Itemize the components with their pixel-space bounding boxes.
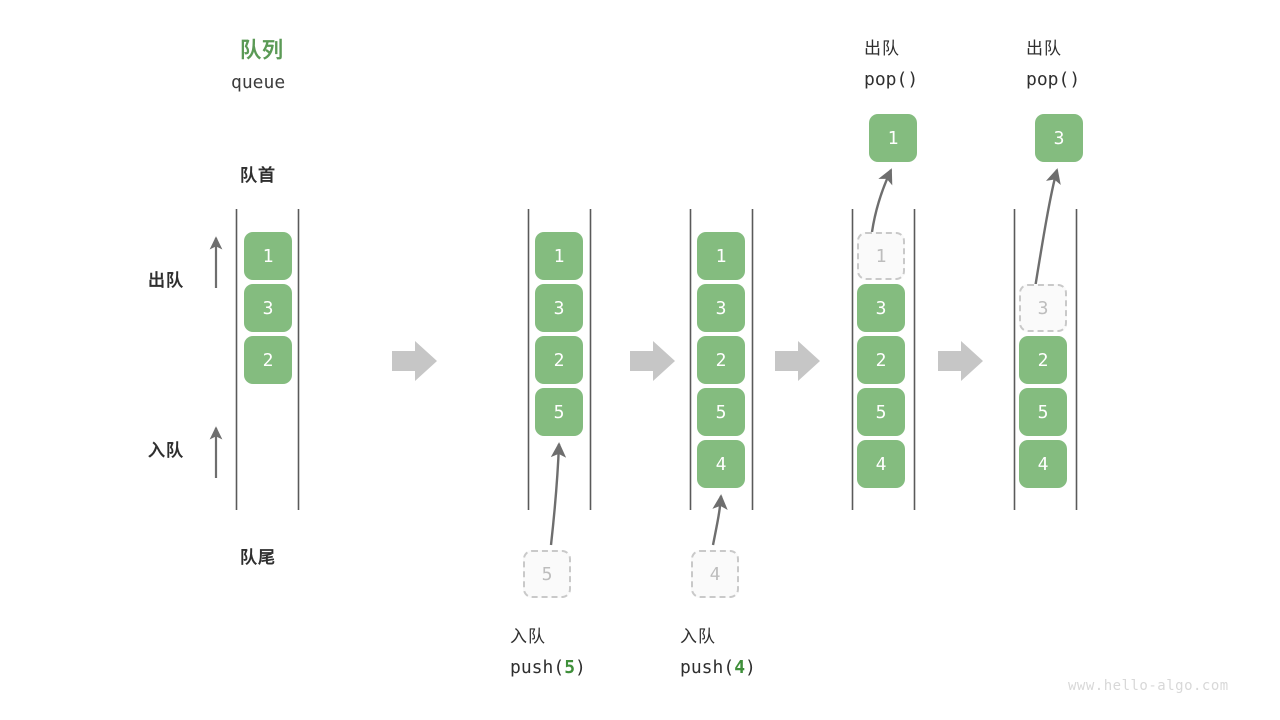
- queue-cell: 4: [1019, 440, 1067, 488]
- op-code-suffix: ): [575, 657, 586, 678]
- queue-cell: 5: [697, 388, 745, 436]
- queue-cell: 2: [857, 336, 905, 384]
- step-arrow-1: [392, 341, 437, 381]
- outgoing-ghost-cell: 1: [857, 232, 905, 280]
- op-code-suffix: ): [745, 657, 756, 678]
- pop-arrow-col-5: [1033, 168, 1061, 289]
- op-label-code: pop(): [864, 69, 919, 90]
- op-code-arg: 4: [734, 657, 746, 678]
- queue-cell-new: 4: [697, 440, 745, 488]
- watermark: www.hello-algo.com: [1068, 678, 1229, 694]
- step-arrow-3: [775, 341, 820, 381]
- op-label-code: push(4): [680, 657, 756, 678]
- queue-cell: 2: [244, 336, 292, 384]
- queue-cell: 2: [697, 336, 745, 384]
- page-title-en: queue: [231, 72, 286, 93]
- incoming-ghost-cell: 5: [523, 550, 571, 598]
- queue-cell: 3: [535, 284, 583, 332]
- op-label-cn: 出队: [1026, 39, 1062, 59]
- op-code-prefix: push(: [510, 657, 565, 678]
- step-arrow-4: [938, 341, 983, 381]
- outgoing-ghost-cell: 3: [1019, 284, 1067, 332]
- enqueue-label: 入队: [148, 441, 184, 461]
- queue-cell: 2: [1019, 336, 1067, 384]
- queue-cell: 3: [244, 284, 292, 332]
- op-label-cn: 出队: [864, 39, 900, 59]
- rear-label: 队尾: [240, 548, 276, 568]
- front-label: 队首: [240, 166, 276, 186]
- op-code-arg: 5: [564, 657, 576, 678]
- queue-cell: 5: [857, 388, 905, 436]
- queue-cell: 1: [244, 232, 292, 280]
- op-label-code: pop(): [1026, 69, 1081, 90]
- queue-cell: 4: [857, 440, 905, 488]
- queue-cell: 3: [857, 284, 905, 332]
- queue-cell: 5: [1019, 388, 1067, 436]
- page-title-cn: 队列: [240, 38, 284, 62]
- op-code-prefix: push(: [680, 657, 735, 678]
- queue-cell: 1: [697, 232, 745, 280]
- op-label-cn: 入队: [510, 627, 546, 647]
- step-arrow-2: [630, 341, 675, 381]
- queue-cell: 2: [535, 336, 583, 384]
- popped-cell: 3: [1035, 114, 1083, 162]
- queue-cell: 3: [697, 284, 745, 332]
- queue-cell-new: 5: [535, 388, 583, 436]
- dequeue-label: 出队: [148, 271, 184, 291]
- op-label-code: push(5): [510, 657, 586, 678]
- push-arrow-col-2: [549, 442, 567, 546]
- op-label-cn: 入队: [680, 627, 716, 647]
- push-arrow-col-3: [711, 494, 728, 546]
- pop-arrow-col-4: [870, 168, 893, 233]
- incoming-ghost-cell: 4: [691, 550, 739, 598]
- popped-cell: 1: [869, 114, 917, 162]
- queue-cell: 1: [535, 232, 583, 280]
